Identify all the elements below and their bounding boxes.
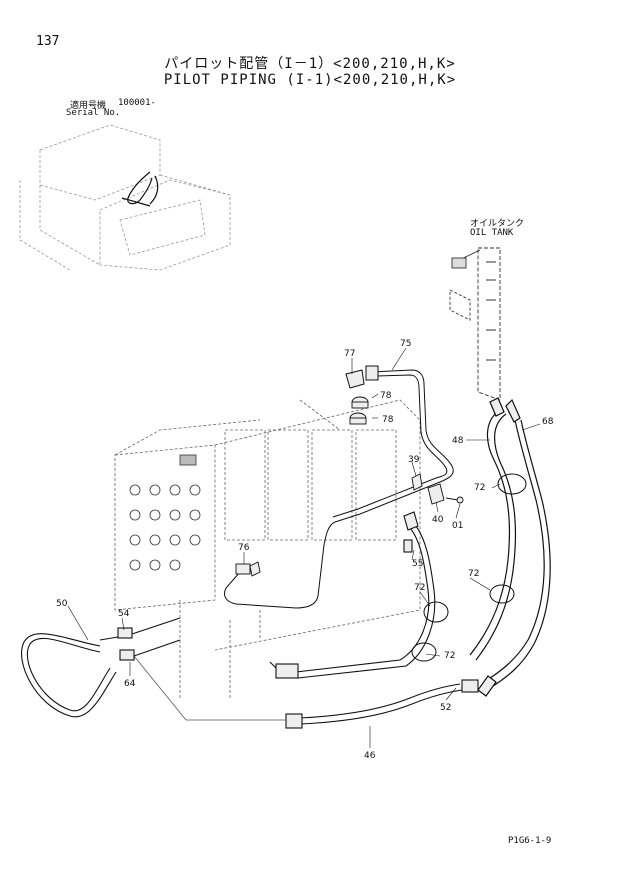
part-label: 46 xyxy=(364,751,376,761)
hose-48 xyxy=(469,397,517,661)
part-label: 39 xyxy=(408,455,420,465)
pilot-pipe xyxy=(223,365,454,609)
part-label: 77 xyxy=(344,349,355,359)
serial-label-japanese: 適用号機 xyxy=(70,101,107,111)
part-label: 78 xyxy=(380,391,392,401)
excavator-pilot-highlight xyxy=(121,171,159,207)
fitting-76 xyxy=(235,561,261,577)
part-label: 68 xyxy=(542,417,554,427)
part-label: 55 xyxy=(412,559,423,569)
hose-50 xyxy=(21,617,181,718)
hose-46 xyxy=(133,655,479,729)
part-label: 01 xyxy=(452,521,463,531)
part-label: 72 xyxy=(414,583,425,593)
excavator-overview-sketch xyxy=(19,124,231,271)
part-label: 54 xyxy=(118,609,130,619)
valve-ports xyxy=(129,454,201,571)
part-label: 75 xyxy=(400,339,411,349)
part-label: 72 xyxy=(468,569,479,579)
title-english: PILOT PIPING (I-1)<200,210,H,K> xyxy=(163,72,457,88)
part-label: 76 xyxy=(238,543,250,553)
part-label: 72 xyxy=(444,651,455,661)
hose-55 xyxy=(269,511,436,679)
part-label: 64 xyxy=(124,679,136,689)
part-label: 72 xyxy=(474,483,485,493)
part-label: 48 xyxy=(452,436,464,446)
serial-value: 100001- xyxy=(118,98,156,108)
fittings-78 xyxy=(349,396,369,425)
part-label: 52 xyxy=(440,703,451,713)
part-label: 50 xyxy=(56,599,68,609)
oil-tank-drawing xyxy=(449,247,501,401)
page-number: 137 xyxy=(36,34,60,49)
part-label: 40 xyxy=(432,515,444,525)
reference-code: P1G6-1-9 xyxy=(508,836,552,846)
oil-tank-label-japanese: オイルタンク xyxy=(470,219,525,229)
hose-68 xyxy=(477,398,551,697)
part-label: 78 xyxy=(382,415,394,425)
control-valve-body xyxy=(114,399,421,700)
clamps-72 xyxy=(411,473,527,662)
oil-tank-label-english: OIL TANK xyxy=(470,228,514,238)
title-japanese: パイロット配管（I－1）<200,210,H,K> xyxy=(164,56,456,72)
serial-label-english: Serial No. xyxy=(66,108,121,118)
clamp-40 xyxy=(411,473,464,505)
leader-lines xyxy=(67,347,541,748)
